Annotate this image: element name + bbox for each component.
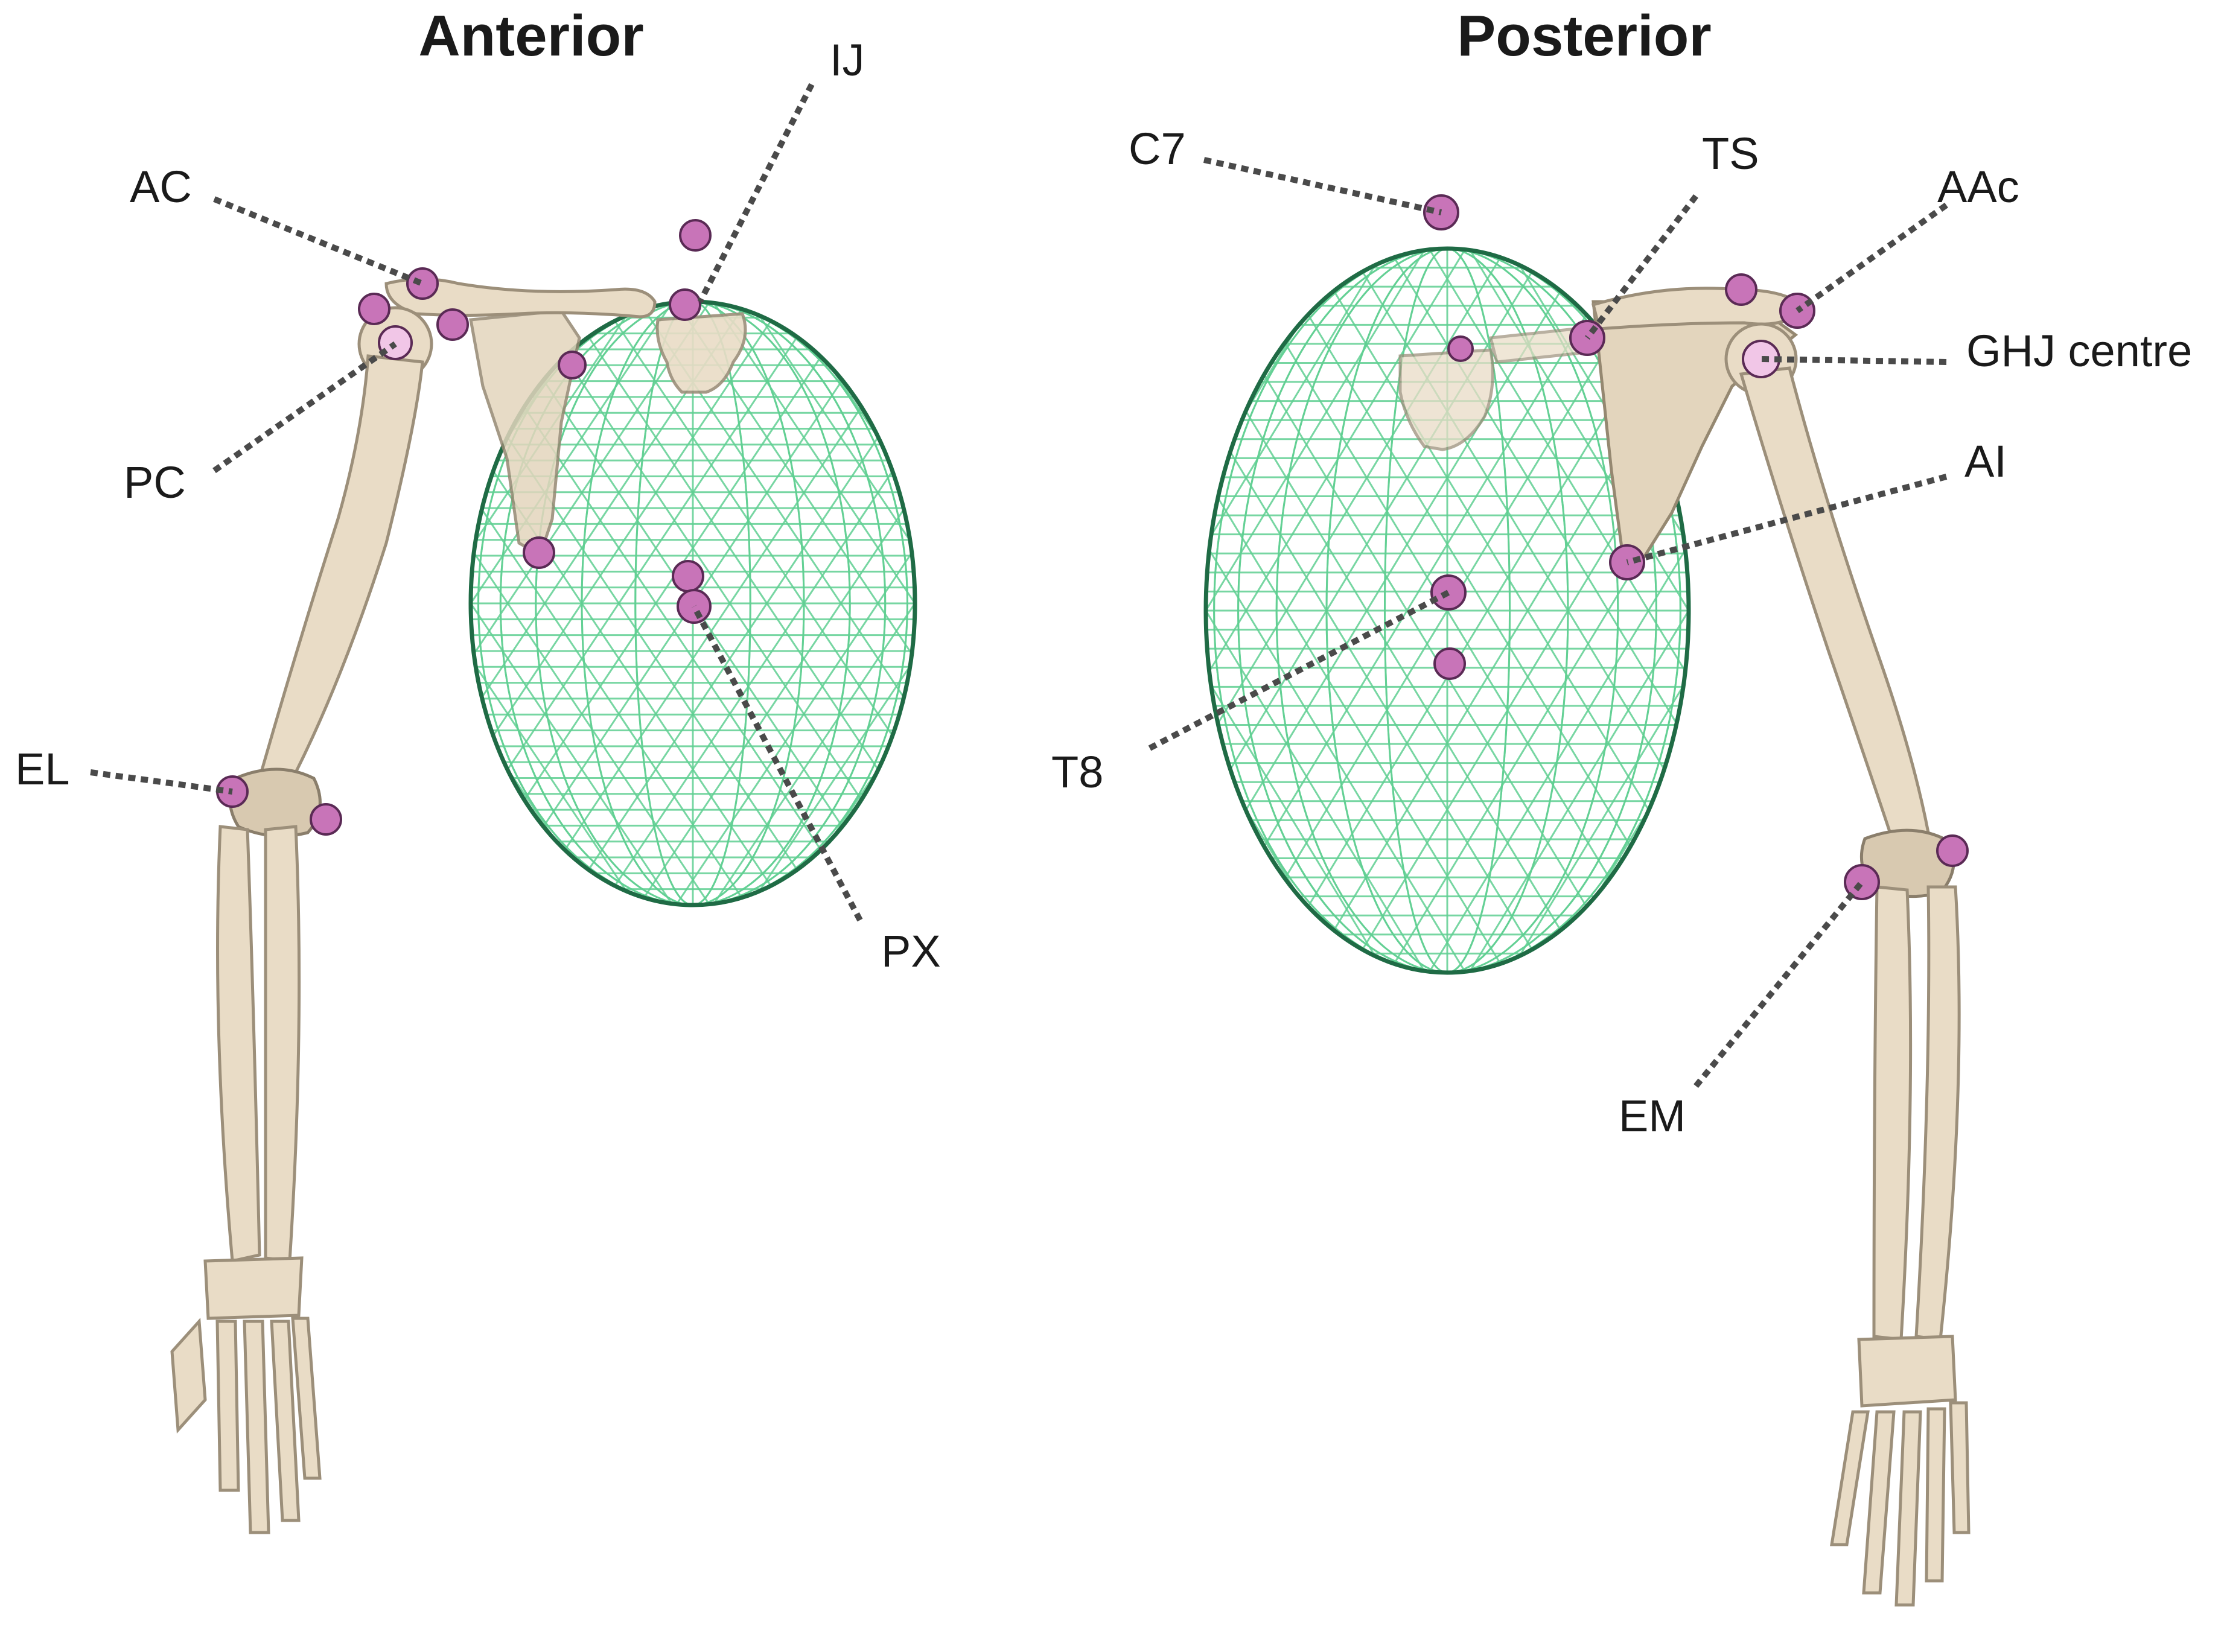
mesh-diagonal <box>1325 249 1689 973</box>
mesh-diagonal <box>1366 249 1689 973</box>
label-ts: TS <box>1702 129 1759 179</box>
label-pc: PC <box>124 457 186 507</box>
mesh-diagonal <box>692 302 915 905</box>
anterior-markers <box>216 219 712 836</box>
label-el: EL <box>15 744 70 794</box>
label-t8: T8 <box>1051 747 1103 797</box>
anterior-view: IJ AC PC EL PX <box>15 35 941 1534</box>
posterior-title: Posterior <box>1457 4 1711 68</box>
marker-aac-1 <box>1725 273 1757 306</box>
marker-ij-top <box>679 219 712 252</box>
anterior-elbow <box>228 767 322 838</box>
marker-ij <box>669 288 701 321</box>
marker-ac-3 <box>436 308 469 341</box>
mesh-diagonal <box>1446 249 1689 973</box>
mesh-diagonal <box>618 302 915 905</box>
label-em: EM <box>1619 1091 1686 1141</box>
posterior-humerus <box>1739 366 1930 840</box>
anterior-manubrium <box>655 312 747 394</box>
label-ac: AC <box>130 162 192 212</box>
mesh-diagonal <box>729 302 915 905</box>
anterior-humerus <box>257 354 424 781</box>
label-aac: AAc <box>1937 162 2019 212</box>
marker-t8 <box>1430 574 1467 611</box>
anterior-clavicle <box>384 278 657 319</box>
marker-t8-lower <box>1433 647 1466 680</box>
marker-ghj <box>1742 340 1780 378</box>
marker-px-upper <box>672 560 704 592</box>
label-ai: AI <box>1964 436 2007 486</box>
mesh-diagonal <box>729 302 915 905</box>
posterior-manubrium <box>1398 348 1494 451</box>
posterior-view: C7 TS AAc GHJ centre AI T8 EM <box>1051 124 2192 1607</box>
mesh-diagonal <box>692 302 915 905</box>
posterior-hand <box>1830 1335 1971 1607</box>
anterior-scapula <box>469 309 581 558</box>
anterior-leaders <box>90 83 863 922</box>
mesh-diagonal <box>766 302 915 905</box>
label-ghj: GHJ centre <box>1966 326 2192 376</box>
mesh-diagonal <box>1486 249 1689 973</box>
mesh-diagonal <box>1406 249 1689 973</box>
marker-ac-2 <box>358 293 390 325</box>
anterior-hand <box>170 1256 322 1534</box>
marker-em-ant <box>310 803 342 836</box>
marker-ac <box>406 267 439 300</box>
anterior-title: Anterior <box>418 4 643 68</box>
anterior-ulna <box>264 825 301 1263</box>
mesh-diagonal <box>655 302 915 905</box>
marker-scap-inf <box>558 351 587 380</box>
marker-el-post <box>1936 834 1969 867</box>
anterior-radius <box>216 825 261 1263</box>
mesh-diagonal <box>1527 249 1689 973</box>
mesh-diagonal <box>766 302 915 905</box>
posterior-ulna <box>1872 885 1913 1341</box>
posterior-radius <box>1914 885 1961 1341</box>
posterior-leaders <box>1148 157 1948 1088</box>
mesh-diagonal <box>581 302 915 905</box>
marker-scap-angle <box>523 536 555 569</box>
marker-sternal-post <box>1447 335 1474 362</box>
label-c7: C7 <box>1129 124 1186 174</box>
posterior-acromion <box>1591 287 1807 331</box>
posterior-markers <box>1423 194 1969 900</box>
marker-em <box>1844 864 1880 900</box>
label-px: PX <box>881 926 941 976</box>
label-ij: IJ <box>830 35 865 85</box>
marker-pc <box>378 325 413 360</box>
